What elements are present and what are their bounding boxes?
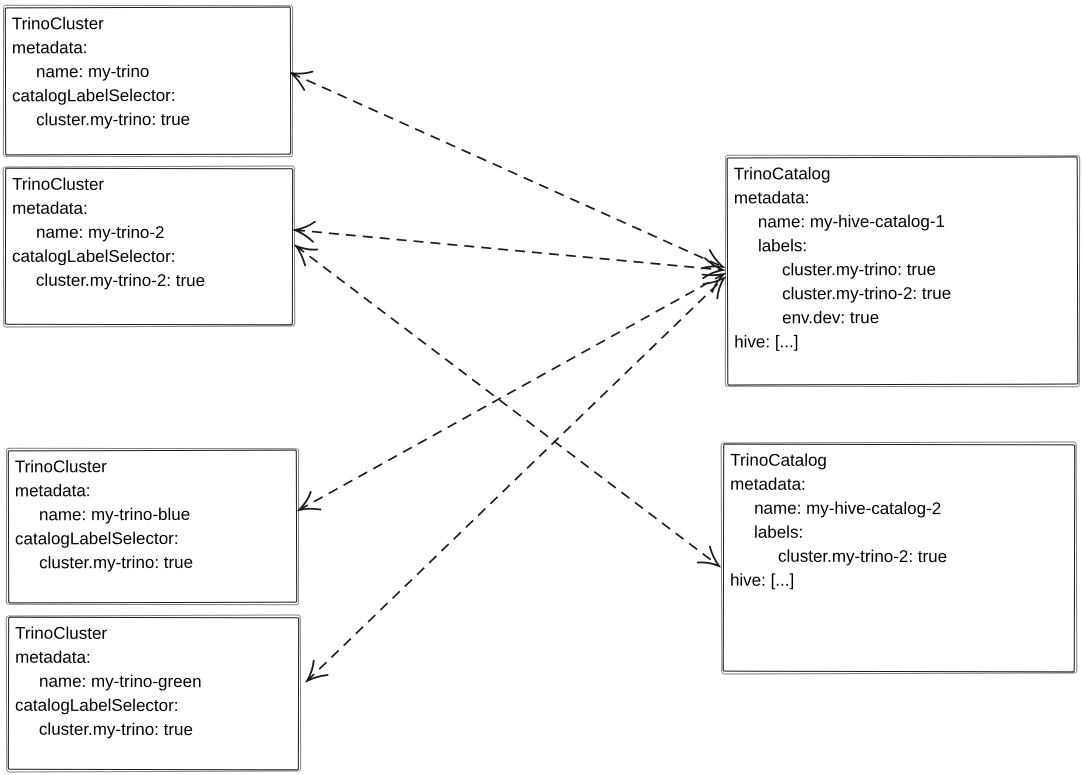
- yaml-text: TrinoCatalog metadata: name: my-hive-catal…: [730, 449, 1068, 594]
- yaml-line: cluster.my-trino-2: true: [777, 546, 948, 567]
- yaml-line: metadata:: [733, 188, 810, 208]
- trino-catalog-my-hive-catalog-1-box: TrinoCatalog metadata: name: my-hive-catal…: [726, 156, 1079, 386]
- yaml-line: name: my-trino-green: [39, 671, 202, 692]
- yaml-line: cluster.my-trino: true: [39, 552, 194, 573]
- yaml-line: labels:: [754, 522, 804, 542]
- yaml-line: hive: [...]: [729, 570, 795, 590]
- yaml-line: env.dev: true: [782, 308, 880, 328]
- yaml-line: cluster.my-trino-2: true: [782, 283, 952, 304]
- yaml-line: cluster.my-trino-2: true: [35, 270, 206, 291]
- trino-cluster-my-trino-2-box: TrinoCluster metadata: name: my-trino-2 cat…: [4, 167, 294, 326]
- yaml-line: labels:: [757, 236, 808, 256]
- arrow-catalog-1-to-my-trino-2: [295, 230, 723, 270]
- yaml-line: TrinoCatalog: [730, 450, 827, 470]
- yaml-line: cluster.my-trino: true: [781, 259, 937, 280]
- yaml-line: name: my-hive-catalog-1: [757, 211, 945, 232]
- yaml-line: metadata:: [12, 198, 88, 218]
- arrow-catalog-2-to-my-trino-2: [296, 246, 719, 566]
- yaml-line: TrinoCluster: [12, 174, 105, 194]
- yaml-line: name: my-trino-blue: [38, 504, 191, 525]
- trino-cluster-my-trino-box: TrinoCluster metadata: name: my-trino catal…: [4, 6, 292, 156]
- yaml-line: catalogLabelSelector:: [12, 85, 176, 106]
- yaml-line: cluster.my-trino: true: [38, 719, 193, 740]
- yaml-line: metadata:: [730, 474, 806, 494]
- yaml-line: TrinoCatalog: [733, 164, 831, 184]
- yaml-line: TrinoCluster: [14, 457, 107, 477]
- arrow-catalog-1-to-my-trino-blue: [299, 274, 724, 510]
- yaml-line: name: my-trino: [35, 61, 150, 82]
- yaml-line: catalogLabelSelector:: [11, 246, 176, 267]
- yaml-line: metadata:: [15, 647, 91, 667]
- yaml-line: name: my-hive-catalog-2: [754, 498, 942, 519]
- trino-catalog-my-hive-catalog-2-box: TrinoCatalog metadata: name: my-hive-catal…: [722, 443, 1076, 673]
- yaml-line: metadata:: [14, 481, 91, 501]
- yaml-text: TrinoCluster metadata: name: my-trino catal…: [12, 12, 284, 133]
- yaml-line: metadata:: [11, 38, 88, 58]
- yaml-text: TrinoCluster metadata: name: my-trino-2 cat…: [12, 173, 286, 294]
- yaml-line: TrinoCluster: [15, 623, 108, 643]
- yaml-text: TrinoCluster metadata: name: my-trino-gree…: [15, 622, 292, 743]
- yaml-text: TrinoCluster metadata: name: my-trino-blue…: [15, 455, 290, 576]
- arrow-catalog-1-to-my-trino: [291, 73, 723, 267]
- yaml-line: hive: [...]: [734, 332, 799, 352]
- yaml-line: TrinoCluster: [11, 14, 104, 34]
- trino-cluster-my-trino-green-box: TrinoCluster metadata: name: my-trino-gree…: [7, 616, 300, 771]
- arrow-catalog-1-to-my-trino-green: [307, 278, 724, 681]
- yaml-line: catalogLabelSelector:: [15, 528, 179, 549]
- yaml-line: catalogLabelSelector:: [14, 695, 179, 716]
- yaml-line: cluster.my-trino: true: [36, 109, 191, 130]
- yaml-line: name: my-trino-2: [36, 222, 165, 243]
- yaml-text: TrinoCatalog metadata: name: my-hive-catal…: [734, 162, 1072, 355]
- trino-cluster-my-trino-blue-box: TrinoCluster metadata: name: my-trino-blue…: [7, 449, 298, 604]
